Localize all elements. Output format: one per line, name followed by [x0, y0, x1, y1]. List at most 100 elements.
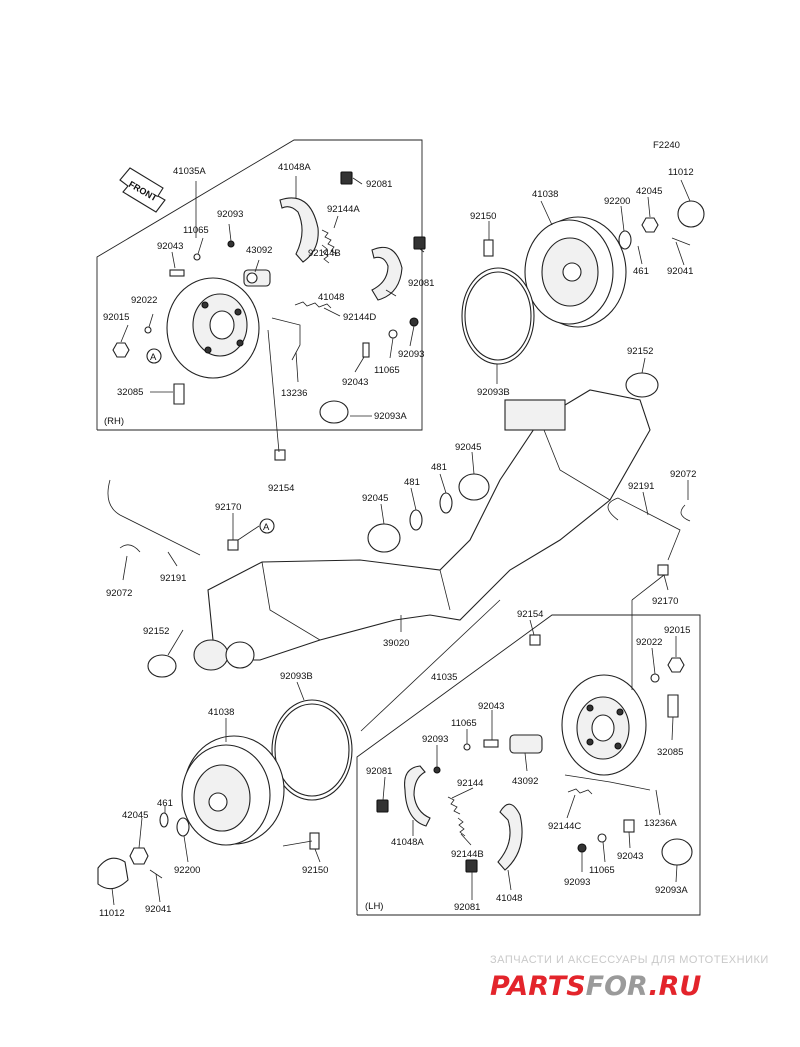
part-label: 92093A: [374, 411, 407, 422]
part-label: 92081: [408, 278, 434, 289]
part-label: 92093: [398, 349, 424, 360]
part-label: 92144: [457, 778, 483, 789]
part-label: 92015: [664, 625, 690, 636]
lh-brake-shoe-41048A: [404, 765, 431, 827]
part-label: 41035A: [173, 166, 206, 177]
clamp-92170-left: [227, 539, 239, 551]
lh-lever-13236A: [564, 774, 651, 791]
rh-bolt-92150: [483, 239, 494, 257]
part-label: 11065: [374, 365, 400, 376]
rh-panel-label: (RH): [104, 416, 124, 427]
rh-pin-92043-a: [169, 269, 185, 277]
spring-92144B-top: [321, 244, 330, 264]
part-label: 41048: [318, 292, 344, 303]
part-label: 92144B: [451, 849, 484, 860]
part-label: 461: [633, 266, 649, 277]
part-label: 92041: [667, 266, 693, 277]
lh-washer-11065-a: [463, 743, 471, 751]
part-label: 92170: [652, 596, 678, 607]
bearing-92045-b: [367, 523, 401, 553]
part-label: 11065: [451, 718, 477, 729]
part-label: 41048A: [391, 837, 424, 848]
part-label: 92191: [628, 481, 654, 492]
callout-a-center-label: A: [263, 522, 270, 533]
watermark-brand-for: FOR: [586, 971, 649, 1002]
callout-a-rh-label: A: [150, 352, 157, 363]
part-label: 481: [431, 462, 447, 473]
rh-nut-42045: [641, 217, 659, 233]
lh-clip-92081-b: [465, 859, 478, 873]
part-label: 92144C: [548, 821, 581, 832]
part-labels: 41035A 41048A 92081 92093 92144A 11065 9…: [99, 162, 696, 919]
part-label: 92200: [174, 865, 200, 876]
part-label: 92041: [145, 904, 171, 915]
lh-washer-92093-b: [577, 843, 587, 853]
spring-92144C: [567, 788, 593, 795]
rh-brake-drum-41038: [524, 216, 627, 328]
lh-washer-11065-b: [597, 833, 607, 843]
lh-brake-backing-plate: [561, 674, 647, 776]
rh-brake-backing-plate: [166, 277, 260, 379]
part-label: 92200: [604, 196, 630, 207]
part-label: 43092: [246, 245, 272, 256]
part-label: 41048: [496, 893, 522, 904]
part-label: 92093: [564, 877, 590, 888]
lh-brake-shoe-41048: [497, 803, 523, 871]
part-label: 39020: [383, 638, 409, 649]
rh-assembly-frame: [96, 139, 423, 431]
hose-92191-right: [607, 497, 681, 561]
bolt-92154-top: [274, 449, 286, 461]
ring-481-a: [439, 492, 453, 514]
part-label: 41048A: [278, 162, 311, 173]
part-label: 13236A: [644, 818, 677, 829]
bolt-92154-bot: [529, 634, 541, 646]
part-label: 92170: [215, 502, 241, 513]
clip-92072-right: [680, 504, 691, 522]
part-label: 32085: [117, 387, 143, 398]
part-label: 92015: [103, 312, 129, 323]
part-label: 92152: [627, 346, 653, 357]
rh-clip-92081-a: [340, 171, 353, 185]
rh-washer-92093-a: [227, 240, 235, 248]
part-label: 92081: [366, 179, 392, 190]
part-label: 92154: [517, 609, 543, 620]
ring-481-b: [409, 509, 423, 531]
part-label: 92043: [157, 241, 183, 252]
part-label: 92081: [454, 902, 480, 913]
lh-brake-drum-41038: [181, 735, 285, 846]
part-label: 11012: [668, 167, 694, 178]
part-label: 92043: [617, 851, 643, 862]
part-label: 92022: [636, 637, 662, 648]
part-label: 481: [404, 477, 420, 488]
part-label: 11012: [99, 908, 125, 919]
spring-92144D: [294, 301, 332, 309]
bearing-92045-a: [458, 473, 490, 501]
part-label: 92043: [342, 377, 368, 388]
part-label: 92154: [268, 483, 294, 494]
rh-brake-shoe-41048: [371, 246, 403, 301]
clip-92072-left: [119, 544, 141, 553]
leader-lines: [111, 176, 691, 906]
spring-92144: [447, 796, 461, 815]
spring-92144A: [321, 229, 338, 255]
watermark-tagline: ЗАПЧАСТИ И АКСЕССУАРЫ ДЛЯ МОТОТЕХНИКИ: [490, 954, 769, 966]
figure-code: F2240: [653, 140, 680, 151]
rh-cotter-92041: [671, 237, 691, 246]
watermark-brand: PARTSFOR.RU: [490, 971, 701, 1002]
part-label: 92093A: [655, 885, 688, 896]
lh-seal-92093A: [661, 838, 693, 866]
part-label: 92022: [131, 295, 157, 306]
lh-washer-92022: [650, 673, 660, 683]
clamp-92170-right: [657, 564, 669, 576]
rear-axle-housing-39020: [193, 389, 651, 671]
part-label: 461: [157, 798, 173, 809]
part-label: 92150: [470, 211, 496, 222]
callout-a-rh: [146, 348, 162, 364]
part-label: 92043: [478, 701, 504, 712]
rh-nut-92015: [112, 342, 130, 358]
lh-panel-label: (LH): [365, 901, 383, 912]
lh-clip-32085: [667, 694, 679, 718]
lh-nut-42045: [129, 847, 149, 865]
rh-seal-92093A: [319, 400, 349, 424]
